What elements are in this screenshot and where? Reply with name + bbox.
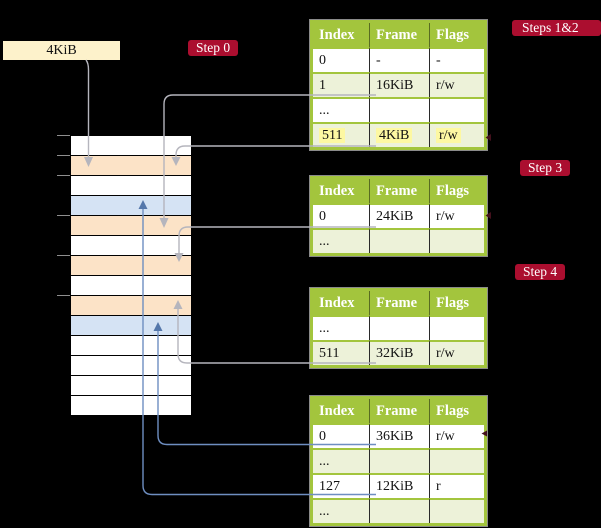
table-header-row: Index Frame Flags [313,291,484,315]
highlight: r/w [436,127,461,143]
cell-index: ... [313,448,369,473]
col-header-flags: Flags [429,179,484,203]
address-tick [57,215,70,216]
cell-flags [429,228,484,253]
cell-frame: 4KiB [369,122,429,147]
highlight: 511 [319,127,346,143]
cell-frame [369,498,429,523]
cell-flags [429,448,484,473]
memory-row-white [71,336,191,356]
table-row: 0 - - [313,47,484,72]
table-header-row: Index Frame Flags [313,179,484,203]
table-row: 511 32KiB r/w [313,340,484,365]
table-row-ellipsis: ... [313,97,484,122]
cell-index: ... [313,498,369,523]
label-step-4: Step 4 [515,264,566,280]
label-steps-1-2: Steps 1&2 [512,20,601,36]
cell-frame: 32KiB [369,340,429,365]
cell-index: ... [313,97,369,122]
cell-flags: r/w [429,122,484,147]
col-header-frame: Frame [369,291,429,315]
table-row-highlighted: 511 4KiB r/w [313,122,484,147]
cell-frame [369,448,429,473]
table-row-ellipsis: ... [313,448,484,473]
memory-row-peach [71,156,191,176]
memory-row-peach [71,256,191,276]
cell-flags [429,315,484,340]
col-header-frame: Frame [369,399,429,423]
label-step-3: Step 3 [520,160,571,176]
table-row-ellipsis: ... [313,315,484,340]
page-table-root: Index Frame Flags 0 - - 1 16KiB r/w ... … [309,19,488,151]
memory-row-white [71,356,191,376]
col-header-frame: Frame [369,23,429,47]
cell-frame [369,315,429,340]
cell-frame: 12KiB [369,473,429,498]
cell-frame [369,228,429,253]
cell-flags: r/w [429,203,484,228]
col-header-index: Index [313,399,369,423]
cell-flags [429,97,484,122]
label-step-0: Step 0 [188,40,239,56]
table-row-ellipsis: ... [313,228,484,253]
table-header-row: Index Frame Flags [313,399,484,423]
col-header-flags: Flags [429,399,484,423]
page-size-box: 4KiB [3,41,120,60]
memory-row-blue [71,196,191,216]
cell-index: 127 [313,473,369,498]
memory-row-white [71,276,191,296]
col-header-flags: Flags [429,291,484,315]
memory-row-white [71,236,191,256]
col-header-index: Index [313,23,369,47]
page-table-step3: Index Frame Flags 0 24KiB r/w ... [309,175,488,257]
table-row: 1 16KiB r/w [313,72,484,97]
memory-row-white [71,136,191,156]
table-row: 0 36KiB r/w [313,423,484,448]
cell-index: ... [313,315,369,340]
cell-index: 0 [313,203,369,228]
col-header-index: Index [313,179,369,203]
cell-index: 511 [313,340,369,365]
cell-flags [429,498,484,523]
table-row: 0 24KiB r/w [313,203,484,228]
cell-flags: r/w [429,423,484,448]
col-header-index: Index [313,291,369,315]
cell-frame: 36KiB [369,423,429,448]
address-tick [57,155,70,156]
memory-row-peach [71,216,191,236]
cell-flags: r/w [429,340,484,365]
memory-row-white [71,396,191,415]
address-tick [57,295,70,296]
memory-row-peach [71,296,191,316]
memory-row-white [71,376,191,396]
cell-index: ... [313,228,369,253]
page-table-step4-lower: Index Frame Flags 0 36KiB r/w ... 127 12… [309,395,488,527]
table-header-row: Index Frame Flags [313,23,484,47]
cell-frame: 24KiB [369,203,429,228]
cell-frame: - [369,47,429,72]
cell-index: 511 [313,122,369,147]
memory-row-white [71,176,191,196]
highlight: 4KiB [376,127,413,143]
table-row: 127 12KiB r [313,473,484,498]
col-header-flags: Flags [429,23,484,47]
physical-memory-column [70,135,192,416]
cell-frame: 16KiB [369,72,429,97]
cell-index: 0 [313,423,369,448]
cell-index: 0 [313,47,369,72]
page-table-step4-upper: Index Frame Flags ... 511 32KiB r/w [309,287,488,369]
cell-index: 1 [313,72,369,97]
cell-flags: r/w [429,72,484,97]
address-tick [57,135,70,136]
cell-frame [369,97,429,122]
cell-flags: r [429,473,484,498]
table-row-ellipsis: ... [313,498,484,523]
address-tick [57,255,70,256]
address-tick [57,175,70,176]
col-header-frame: Frame [369,179,429,203]
memory-row-blue [71,316,191,336]
cell-flags: - [429,47,484,72]
